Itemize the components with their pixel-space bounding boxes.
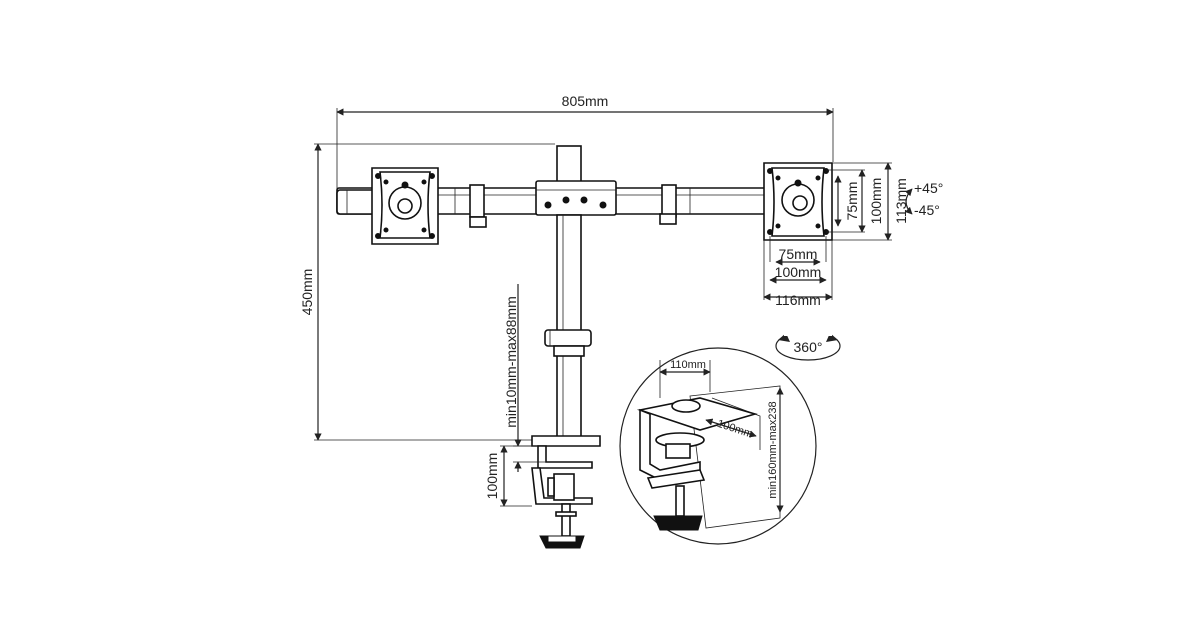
right-vesa-plate: [763, 162, 833, 241]
tilt-up-label: +45°: [914, 180, 943, 196]
vesa-vertical-dimensions: 75mm 100mm 113mm: [826, 162, 909, 241]
vesa-horizontal-dimensions: 75mm 100mm 116mm: [763, 236, 833, 308]
vesa-75-vertical-label: 75mm: [844, 182, 860, 221]
plate-116-horizontal-label: 116mm: [775, 292, 821, 308]
detail-depth-label: 110mm: [670, 359, 706, 371]
rotation-label: 360°: [794, 339, 823, 355]
desk-thickness-label: min10mm-max88mm: [503, 296, 519, 427]
clamp-height-label: 100mm: [484, 453, 500, 500]
left-vesa-plate: [371, 167, 439, 245]
vesa-75-horizontal-label: 75mm: [779, 246, 818, 262]
pole: [544, 214, 592, 438]
desk-clamp: [531, 435, 601, 549]
total-width-label: 805mm: [562, 93, 609, 109]
clamp-detail-inset: 110mm 100mm min160mm-max238: [619, 347, 817, 545]
center-hub: [535, 145, 617, 216]
rotation-indicator: 360°: [775, 328, 841, 361]
detail-range-label: min160mm-max238: [767, 401, 779, 498]
clamp-dimensions: min10mm-max88mm 100mm: [484, 284, 546, 507]
total-width-dimension: 805mm: [336, 93, 834, 190]
tilt-down-label: -45°: [914, 202, 940, 218]
vesa-100-vertical-label: 100mm: [868, 178, 884, 225]
vesa-100-horizontal-label: 100mm: [775, 264, 822, 280]
pole-height-dimension: 450mm: [299, 143, 555, 441]
pole-height-label: 450mm: [299, 269, 315, 316]
tilt-indicator: +45° -45°: [904, 180, 943, 218]
detail-width-label: 100mm: [716, 418, 755, 441]
